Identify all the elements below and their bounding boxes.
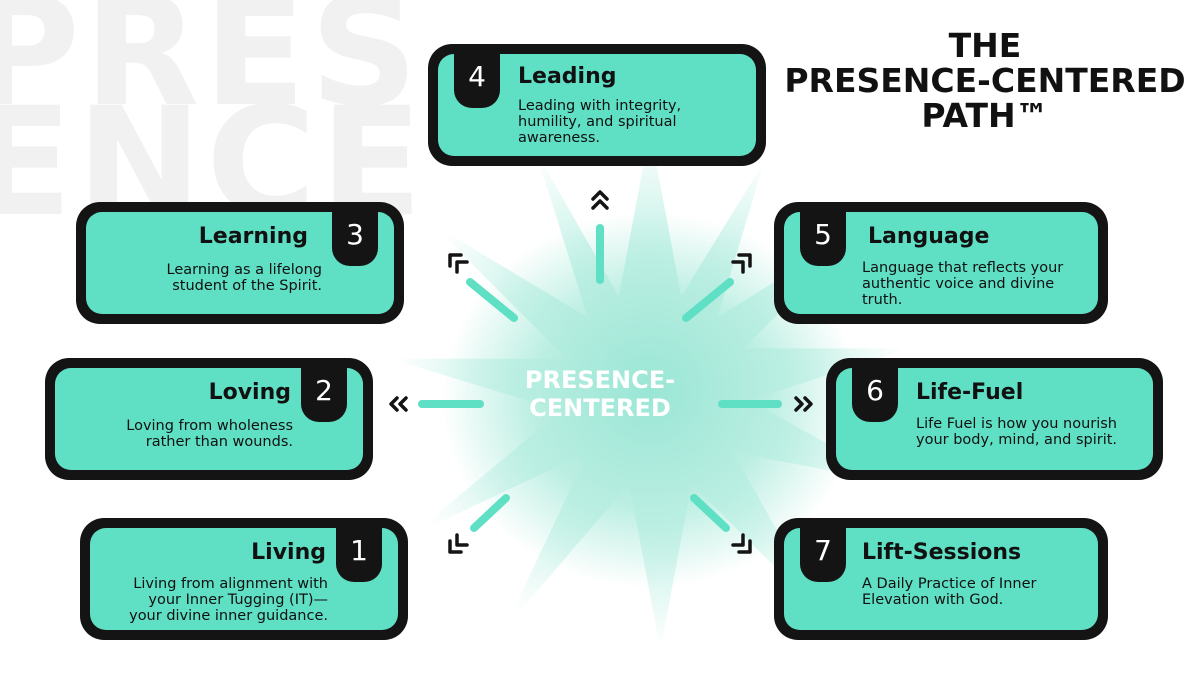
step-card-leading: 4 Leading Leading with integrity, humili… [428, 44, 766, 166]
arrowhead-down-left-1 [448, 539, 463, 554]
step-card-lift-sessions: 7 Lift-Sessions A Daily Practice of Inne… [774, 518, 1108, 640]
step-desc-learning-line-1: Learning as a lifelong [166, 262, 322, 278]
step-card-lift-sessions-body: 7 Lift-Sessions A Daily Practice of Inne… [784, 528, 1098, 630]
step-card-learning: 3 Learning Learning as a lifelong studen… [76, 202, 404, 324]
step-desc-living: Living from alignment with your Inner Tu… [129, 576, 328, 624]
step-desc-learning-line-2: student of the Spirit. [172, 278, 322, 294]
step-title-living: Living [251, 540, 326, 565]
step-desc-language-line-3: truth. [862, 292, 903, 308]
arrowhead-down-right-1 [737, 539, 752, 554]
arrowhead-up-right-1 [737, 253, 752, 268]
step-card-life-fuel: 6 Life-Fuel Life Fuel is how you nourish… [826, 358, 1163, 480]
step-desc-life-fuel-line-2: your body, mind, and spirit. [916, 432, 1118, 448]
connector-up-right [682, 278, 734, 322]
step-title-lift-sessions: Lift-Sessions [862, 540, 1022, 565]
step-badge-3: 3 [332, 212, 378, 266]
step-card-loving-body: 2 Loving Loving from wholeness rather th… [55, 368, 363, 470]
step-card-language-body: 5 Language Language that reflects your a… [784, 212, 1098, 314]
step-card-living: 1 Living Living from alignment with your… [80, 518, 408, 640]
step-card-language: 5 Language Language that reflects your a… [774, 202, 1108, 324]
step-card-learning-body: 3 Learning Learning as a lifelong studen… [86, 212, 394, 314]
step-desc-leading-line-3: awareness. [518, 130, 601, 146]
arrowhead-left-1 [389, 396, 399, 412]
step-desc-loving: Loving from wholeness rather than wounds… [126, 418, 293, 450]
arrowhead-up-1 [591, 190, 609, 201]
connector-dashes [418, 224, 782, 532]
step-badge-5: 5 [800, 212, 846, 266]
step-title-life-fuel: Life-Fuel [916, 380, 1024, 405]
step-desc-life-fuel: Life Fuel is how you nourish your body, … [916, 416, 1117, 448]
center-label: PRESENCE- CENTERED [490, 366, 710, 422]
step-badge-2: 2 [301, 368, 347, 422]
step-desc-language-line-1: Language that reflects your [862, 260, 1064, 276]
arrowhead-right-1 [794, 396, 804, 412]
arrowhead-left-2 [398, 396, 408, 412]
step-title-learning: Learning [198, 224, 308, 249]
arrowhead-up-left-1 [448, 253, 463, 268]
step-title-language: Language [868, 224, 990, 249]
arrowhead-down-left-2 [455, 533, 469, 547]
step-desc-language-line-2: authentic voice and divine [862, 276, 1055, 292]
step-badge-4: 4 [454, 54, 500, 108]
arrowhead-up-left-2 [455, 260, 469, 274]
background-word-top: PRES [0, 0, 422, 140]
center-label-line-2: CENTERED [529, 394, 671, 422]
step-badge-7: 7 [800, 528, 846, 582]
step-title-leading: Leading [518, 64, 617, 89]
step-desc-lift-sessions-line-2: Elevation with God. [862, 592, 1004, 608]
arrowhead-right-2 [803, 396, 813, 412]
title-line-3: PATH™ [921, 96, 1049, 135]
arrowhead-up-2 [591, 199, 609, 210]
step-desc-lift-sessions: A Daily Practice of Inner Elevation with… [862, 576, 1036, 608]
step-desc-leading-line-2: humility, and spiritual [518, 114, 677, 130]
step-card-loving: 2 Loving Loving from wholeness rather th… [45, 358, 373, 480]
step-desc-loving-line-2: rather than wounds. [145, 434, 293, 450]
step-desc-life-fuel-line-1: Life Fuel is how you nourish [916, 416, 1117, 432]
step-desc-leading: Leading with integrity, humility, and sp… [518, 98, 681, 146]
title-line-2: PRESENCE-CENTERED [784, 61, 1186, 100]
step-desc-living-line-1: Living from alignment with [133, 576, 328, 592]
step-card-life-fuel-body: 6 Life-Fuel Life Fuel is how you nourish… [836, 368, 1153, 470]
title-line-1: THE [948, 26, 1022, 65]
step-desc-loving-line-1: Loving from wholeness [126, 418, 293, 434]
center-label-line-1: PRESENCE- [524, 366, 676, 394]
diagram-title: THE PRESENCE-CENTERED PATH™ [770, 28, 1200, 133]
arrowhead-up-right-2 [731, 260, 745, 274]
arrowhead-down-right-2 [731, 533, 745, 547]
step-desc-living-line-2: your Inner Tugging (IT)— [148, 592, 328, 608]
step-desc-lift-sessions-line-1: A Daily Practice of Inner [862, 576, 1037, 592]
step-badge-1: 1 [336, 528, 382, 582]
arrowheads [389, 190, 813, 554]
step-badge-6: 6 [852, 368, 898, 422]
connector-down-left [470, 494, 510, 532]
step-title-loving: Loving [208, 380, 291, 405]
step-card-living-body: 1 Living Living from alignment with your… [90, 528, 398, 630]
connector-up-left [466, 278, 518, 322]
step-desc-leading-line-1: Leading with integrity, [518, 98, 682, 114]
step-card-leading-body: 4 Leading Leading with integrity, humili… [438, 54, 756, 156]
connector-down-right [690, 494, 730, 532]
step-desc-living-line-3: your divine inner guidance. [129, 608, 328, 624]
step-desc-language: Language that reflects your authentic vo… [862, 260, 1063, 308]
step-desc-learning: Learning as a lifelong student of the Sp… [167, 262, 322, 294]
